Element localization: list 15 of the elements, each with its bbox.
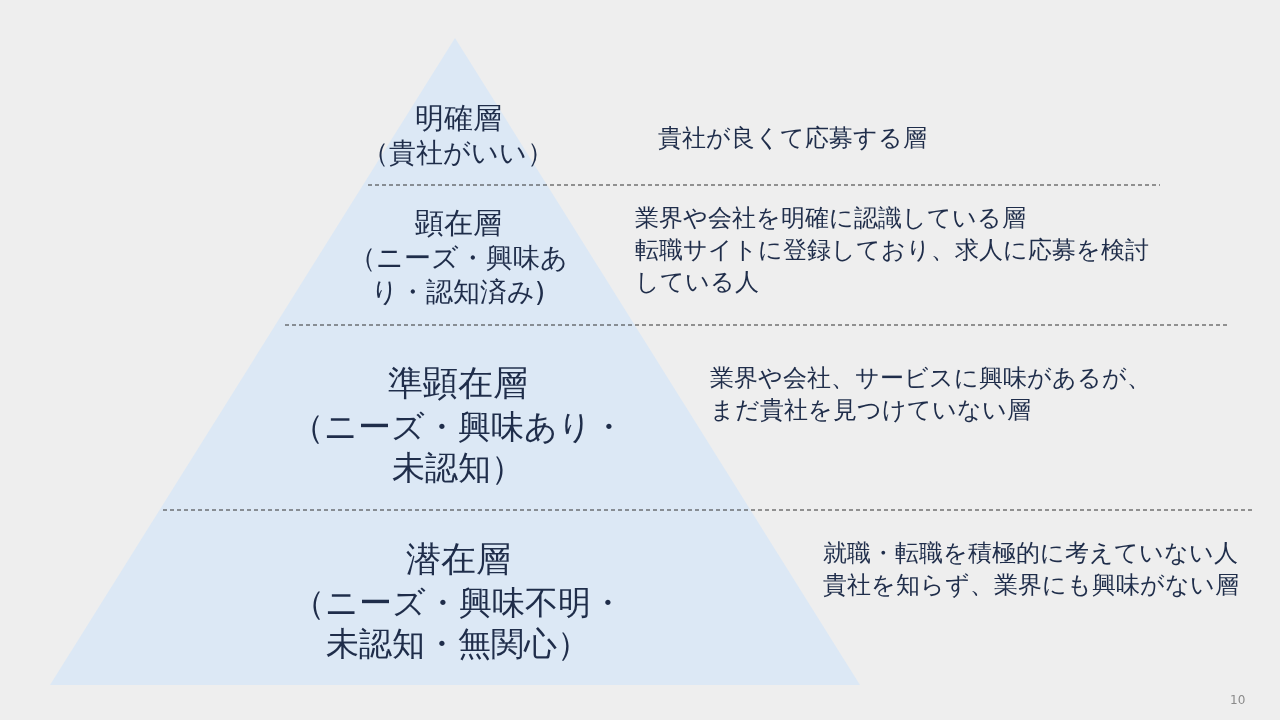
tier-title: 準顕在層 [387,362,529,405]
description-text: 貴社が良くて応募する層 [658,123,928,154]
tier-subtitle: （ニーズ・興味あり・認知済み) [347,241,569,309]
tier-title: 潜在層 [404,538,512,581]
description-text: 業界や会社を明確に認識している層 [635,203,1027,234]
page-number: 10 [1230,692,1246,708]
description-text: 転職サイトに登録しており、求人に応募を検討している人 [635,235,1150,298]
description-text: 業界や会社、サービスに興味があるが、まだ貴社を見つけていない層 [710,363,1152,426]
tier-subtitle: （ニーズ・興味不明・未認知・無関心） [291,581,625,665]
description-text: 就職・転職を積極的に考えていない人 [823,538,1239,569]
tier-subtitle: （貴社がいい） [361,136,555,170]
tier-title: 顕在層 [413,205,503,242]
tier-title: 明確層 [413,100,503,137]
tier-subtitle: （ニーズ・興味あり・未認知） [290,405,626,489]
description-text: 貴社を知らず、業界にも興味がない層 [823,570,1240,601]
